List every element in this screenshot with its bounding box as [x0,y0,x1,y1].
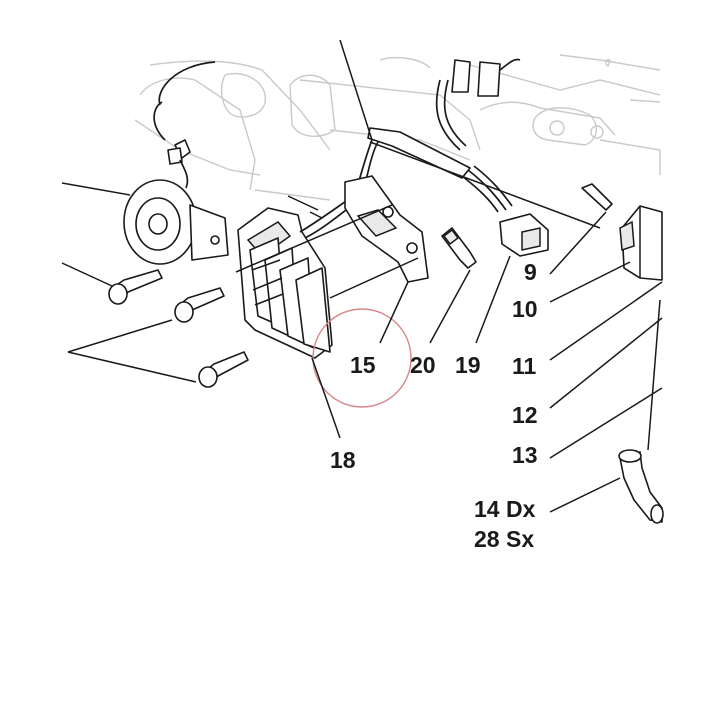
screw-parts [108,183,613,388]
bracket-part [344,175,429,283]
callout-labels: 9 10 11 12 13 14 Dx 28 Sx 15 18 19 20 [330,259,538,552]
leader-lines [61,39,663,513]
connector-part [499,213,549,257]
wiring-harness [299,58,521,239]
highlight-circle [312,308,412,408]
fuse-part [441,227,477,269]
callout-13: 13 [512,442,538,468]
callout-19: 19 [455,352,481,378]
callout-11: 11 [512,353,537,379]
frame-background [134,54,661,201]
spark-plug-cap-part [618,449,664,524]
mount-block-part [619,205,663,281]
callout-9: 9 [524,259,537,285]
callout-18: 18 [330,447,356,473]
callout-15: 15 [350,352,376,378]
callout-20: 20 [410,352,436,378]
horn-part [123,61,229,265]
callout-10: 10 [512,296,538,322]
callout-14-dx: 14 Dx [474,496,536,522]
callout-12: 12 [512,402,538,428]
regulator-part [237,207,333,359]
callout-28-sx: 28 Sx [474,526,534,552]
